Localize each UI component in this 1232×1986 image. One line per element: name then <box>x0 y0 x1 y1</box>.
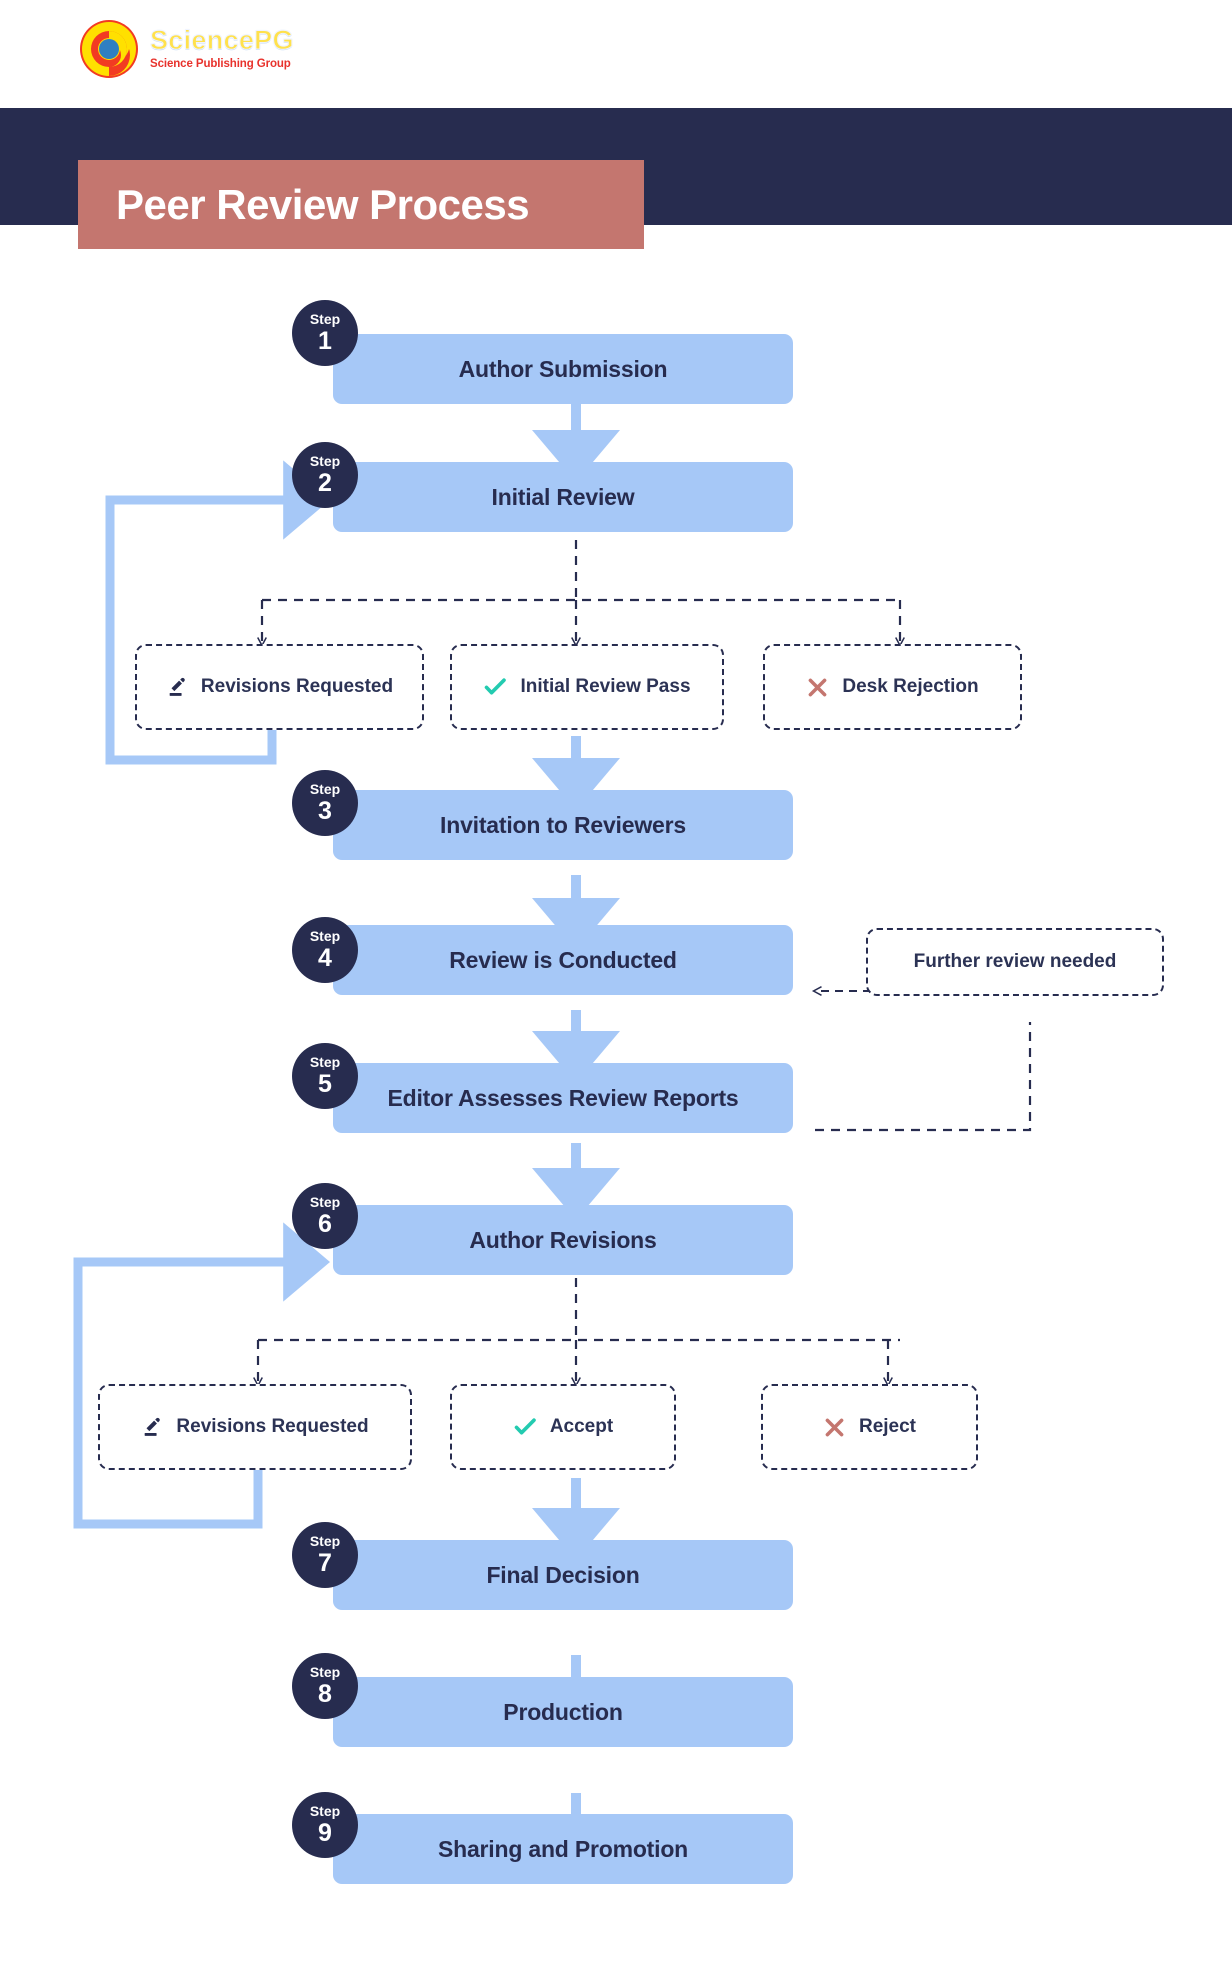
step-badge-8: Step 8 <box>292 1653 358 1719</box>
badge-word-7: Step <box>309 1533 341 1549</box>
badge-number-2: 2 <box>318 469 332 497</box>
page-title: Peer Review Process <box>116 180 530 228</box>
sciencepg-spiral-logo <box>78 18 140 80</box>
step-label-8: Production <box>503 1698 623 1725</box>
badge-word-5: Step <box>309 1054 341 1070</box>
badge-word-9: Step <box>309 1803 341 1819</box>
outcome-chip-desk-rejection[interactable]: Desk Rejection <box>763 644 1022 730</box>
step-label-7: Final Decision <box>486 1561 640 1588</box>
step-badge-5: Step 5 <box>292 1043 358 1109</box>
step-box-7[interactable]: Final Decision <box>333 1540 793 1610</box>
badge-word-4: Step <box>309 928 341 944</box>
cross-icon <box>823 1416 846 1439</box>
step-box-3[interactable]: Invitation to Reviewers <box>333 790 793 860</box>
logo-bar: SciencePG Science Publishing Group <box>0 0 1232 108</box>
step-label-6: Author Revisions <box>469 1226 657 1253</box>
step-box-9[interactable]: Sharing and Promotion <box>333 1814 793 1884</box>
outcome-chip-accept[interactable]: Accept <box>450 1384 676 1470</box>
step-label-4: Review is Conducted <box>449 946 677 973</box>
outcome-chip-reject[interactable]: Reject <box>761 1384 978 1470</box>
pencil-icon <box>141 1416 163 1438</box>
outcome-label: Revisions Requested <box>200 676 394 697</box>
badge-number-7: 7 <box>318 1549 332 1577</box>
badge-word-3: Step <box>309 781 341 797</box>
cross-icon <box>806 676 829 699</box>
step-box-2[interactable]: Initial Review <box>333 462 793 532</box>
step-box-8[interactable]: Production <box>333 1677 793 1747</box>
pencil-icon <box>166 676 188 698</box>
step-badge-6: Step 6 <box>292 1183 358 1249</box>
brand-name: SciencePG <box>150 25 294 56</box>
badge-number-9: 9 <box>318 1819 332 1847</box>
badge-word-8: Step <box>309 1664 341 1680</box>
step-box-5[interactable]: Editor Assesses Review Reports <box>333 1063 793 1133</box>
badge-number-1: 1 <box>318 327 332 355</box>
outcome-label: Initial Review Pass <box>520 676 691 697</box>
step-label-5: Editor Assesses Review Reports <box>387 1084 739 1111</box>
badge-word-6: Step <box>309 1194 341 1210</box>
outcome-label: Desk Rejection <box>842 676 979 697</box>
step-box-6[interactable]: Author Revisions <box>333 1205 793 1275</box>
step-badge-4: Step 4 <box>292 917 358 983</box>
outcome-label: Reject <box>858 1416 917 1437</box>
note-further-review-needed[interactable]: Further review needed <box>866 928 1164 996</box>
check-icon <box>483 675 507 699</box>
step-badge-3: Step 3 <box>292 770 358 836</box>
step-box-1[interactable]: Author Submission <box>333 334 793 404</box>
step-badge-9: Step 9 <box>292 1792 358 1858</box>
outcome-chip-revisions-requested-1[interactable]: Revisions Requested <box>135 644 424 730</box>
outcome-label: Accept <box>549 1416 614 1437</box>
step-label-3: Invitation to Reviewers <box>440 811 686 838</box>
badge-word-2: Step <box>309 453 341 469</box>
step-box-4[interactable]: Review is Conducted <box>333 925 793 995</box>
step-badge-1: Step 1 <box>292 300 358 366</box>
badge-number-4: 4 <box>318 944 332 972</box>
step-badge-2: Step 2 <box>292 442 358 508</box>
outcome-label: Revisions Requested <box>176 1416 369 1437</box>
brand-logo: SciencePG Science Publishing Group <box>78 18 294 80</box>
note-label: Further review needed <box>913 951 1117 972</box>
badge-number-6: 6 <box>318 1210 332 1238</box>
brand-tagline: Science Publishing Group <box>150 58 291 71</box>
step-label-9: Sharing and Promotion <box>437 1835 689 1862</box>
badge-word-1: Step <box>309 311 341 327</box>
badge-number-8: 8 <box>318 1680 332 1708</box>
step-badge-7: Step 7 <box>292 1522 358 1588</box>
check-icon <box>513 1415 537 1439</box>
page-title-block: Peer Review Process <box>78 160 644 249</box>
outcome-chip-revisions-requested-2[interactable]: Revisions Requested <box>98 1384 412 1470</box>
outcome-chip-initial-review-pass[interactable]: Initial Review Pass <box>450 644 724 730</box>
step-label-2: Initial Review <box>491 483 635 510</box>
badge-number-5: 5 <box>318 1070 332 1098</box>
badge-number-3: 3 <box>318 797 332 825</box>
step-label-1: Author Submission <box>458 355 668 382</box>
